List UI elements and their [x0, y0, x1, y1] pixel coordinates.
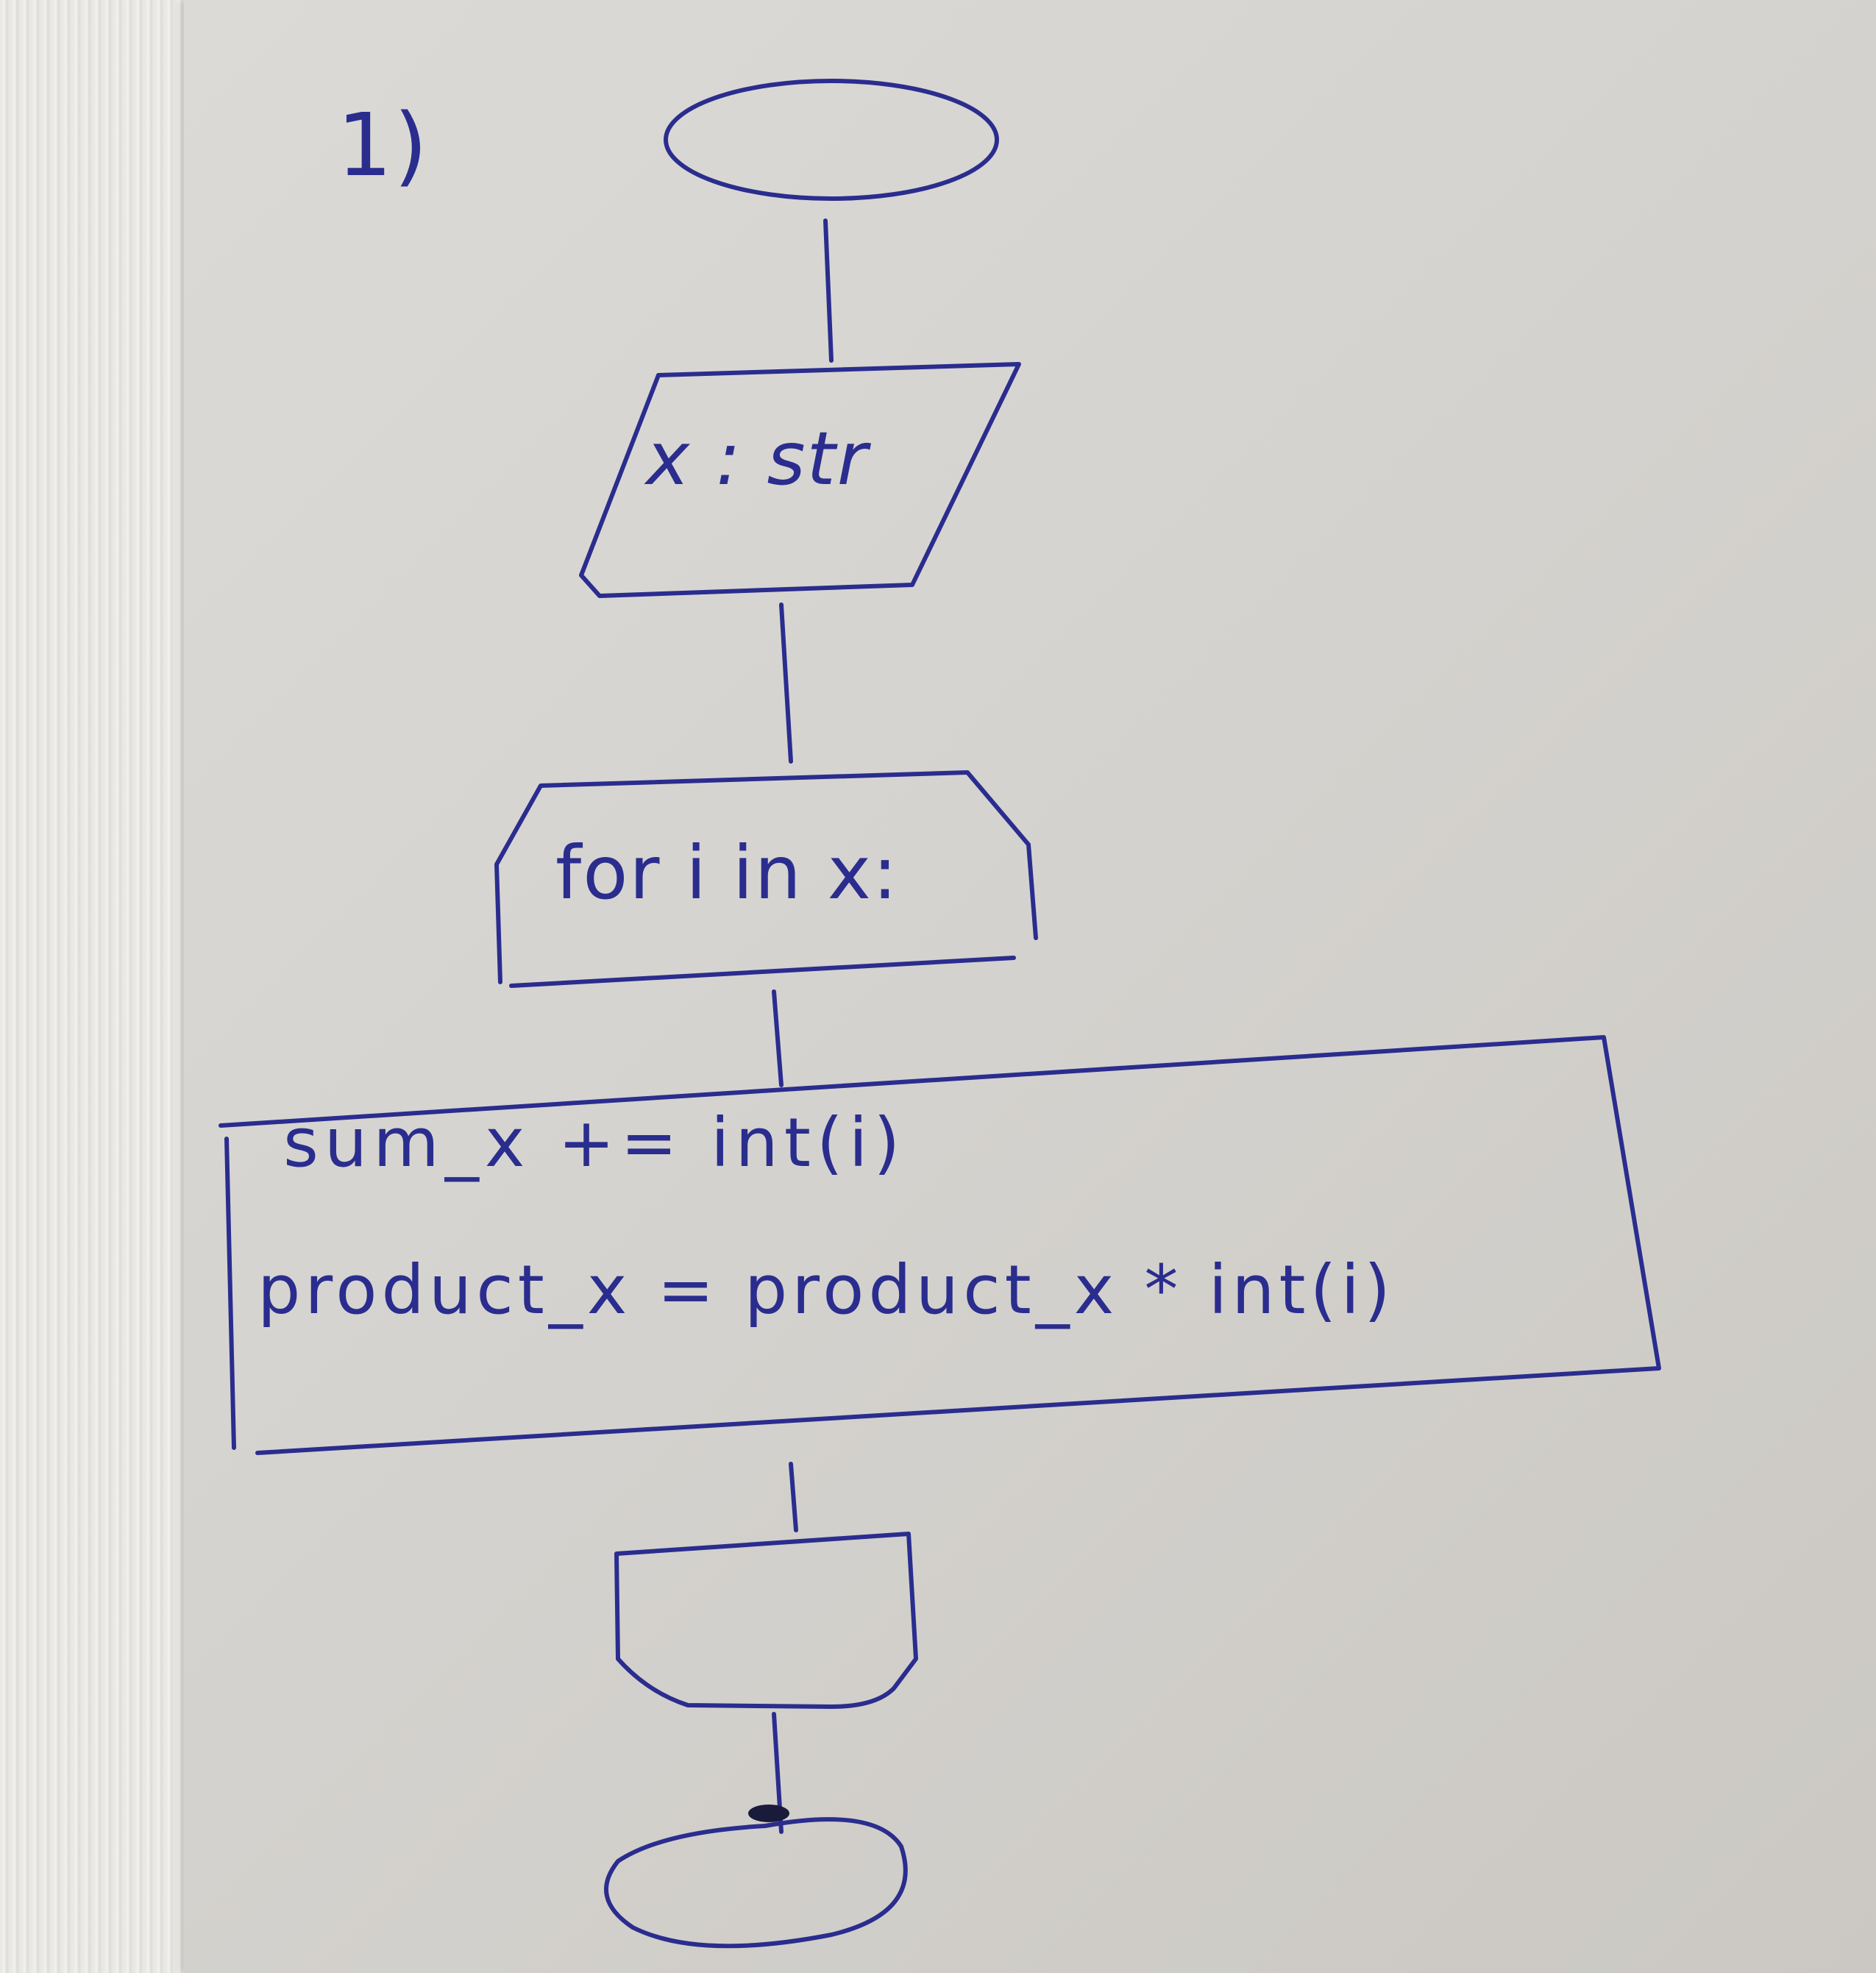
connector-start-input: [823, 218, 834, 363]
process-rectangle: [218, 1035, 1661, 1455]
input-label: x : str: [646, 416, 869, 502]
ink-blot: [748, 1805, 789, 1822]
output-connector: [614, 1532, 918, 1709]
paper-sheet: [184, 0, 1876, 1973]
connector-input-loop: [779, 602, 793, 764]
loop-label: for i in x:: [555, 830, 899, 916]
connector-loop-process: [772, 989, 784, 1087]
start-terminator: [664, 79, 999, 201]
loop-hexagon: [494, 770, 1038, 988]
process-line-sum: sum_x += int(i): [283, 1103, 906, 1182]
connector-process-output: [789, 1462, 798, 1532]
input-parallelogram: [579, 362, 1021, 598]
process-line-product: product_x = product_x * int(i): [257, 1251, 1395, 1329]
end-terminator: [604, 1817, 908, 1949]
page-stack-edge: [0, 0, 191, 1973]
problem-number: 1): [337, 94, 430, 196]
